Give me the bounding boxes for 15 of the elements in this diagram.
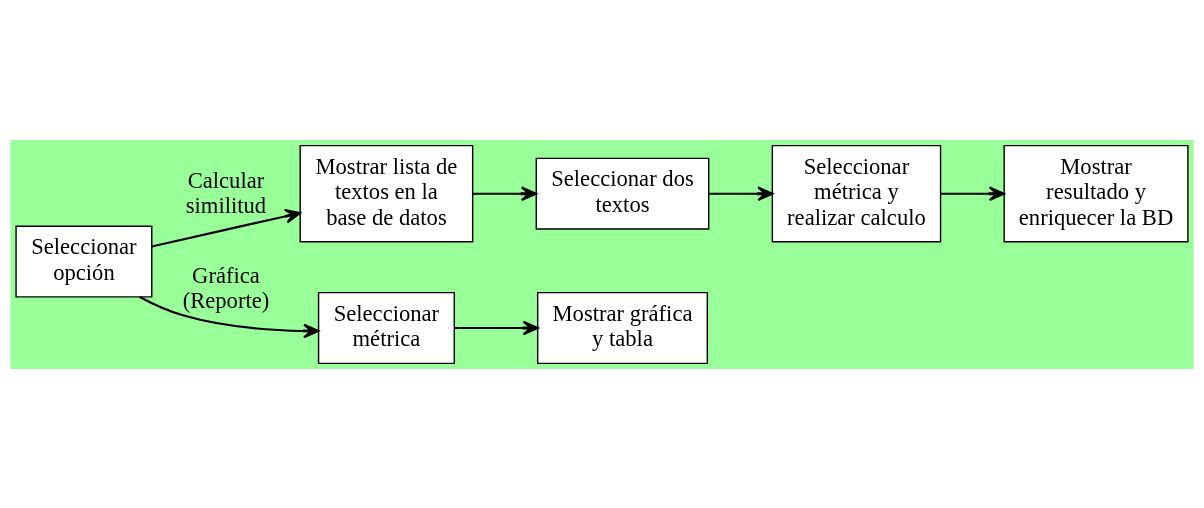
arrow	[139, 295, 320, 338]
node-box: Seleccionar opción	[15, 225, 153, 298]
arrow	[472, 185, 537, 201]
arrow	[151, 208, 301, 248]
arrow	[709, 185, 774, 201]
arrow	[940, 185, 1005, 201]
arrow	[454, 320, 539, 335]
edge-label: Calcular similitud	[185, 167, 267, 218]
node-box: Seleccionar métrica	[317, 291, 455, 364]
edge-label: Gráfica (Reporte)	[182, 261, 270, 313]
node-box: Mostrar lista de textos en la base de datos	[299, 144, 474, 242]
node-box: Seleccionar dos textos	[535, 157, 710, 230]
node-box: Mostrar resultado y enriquecer la BD	[1003, 144, 1189, 242]
node-box: Seleccionar métrica y realizar calculo	[771, 144, 942, 242]
node-box: Mostrar gráfica y tabla	[536, 291, 708, 364]
